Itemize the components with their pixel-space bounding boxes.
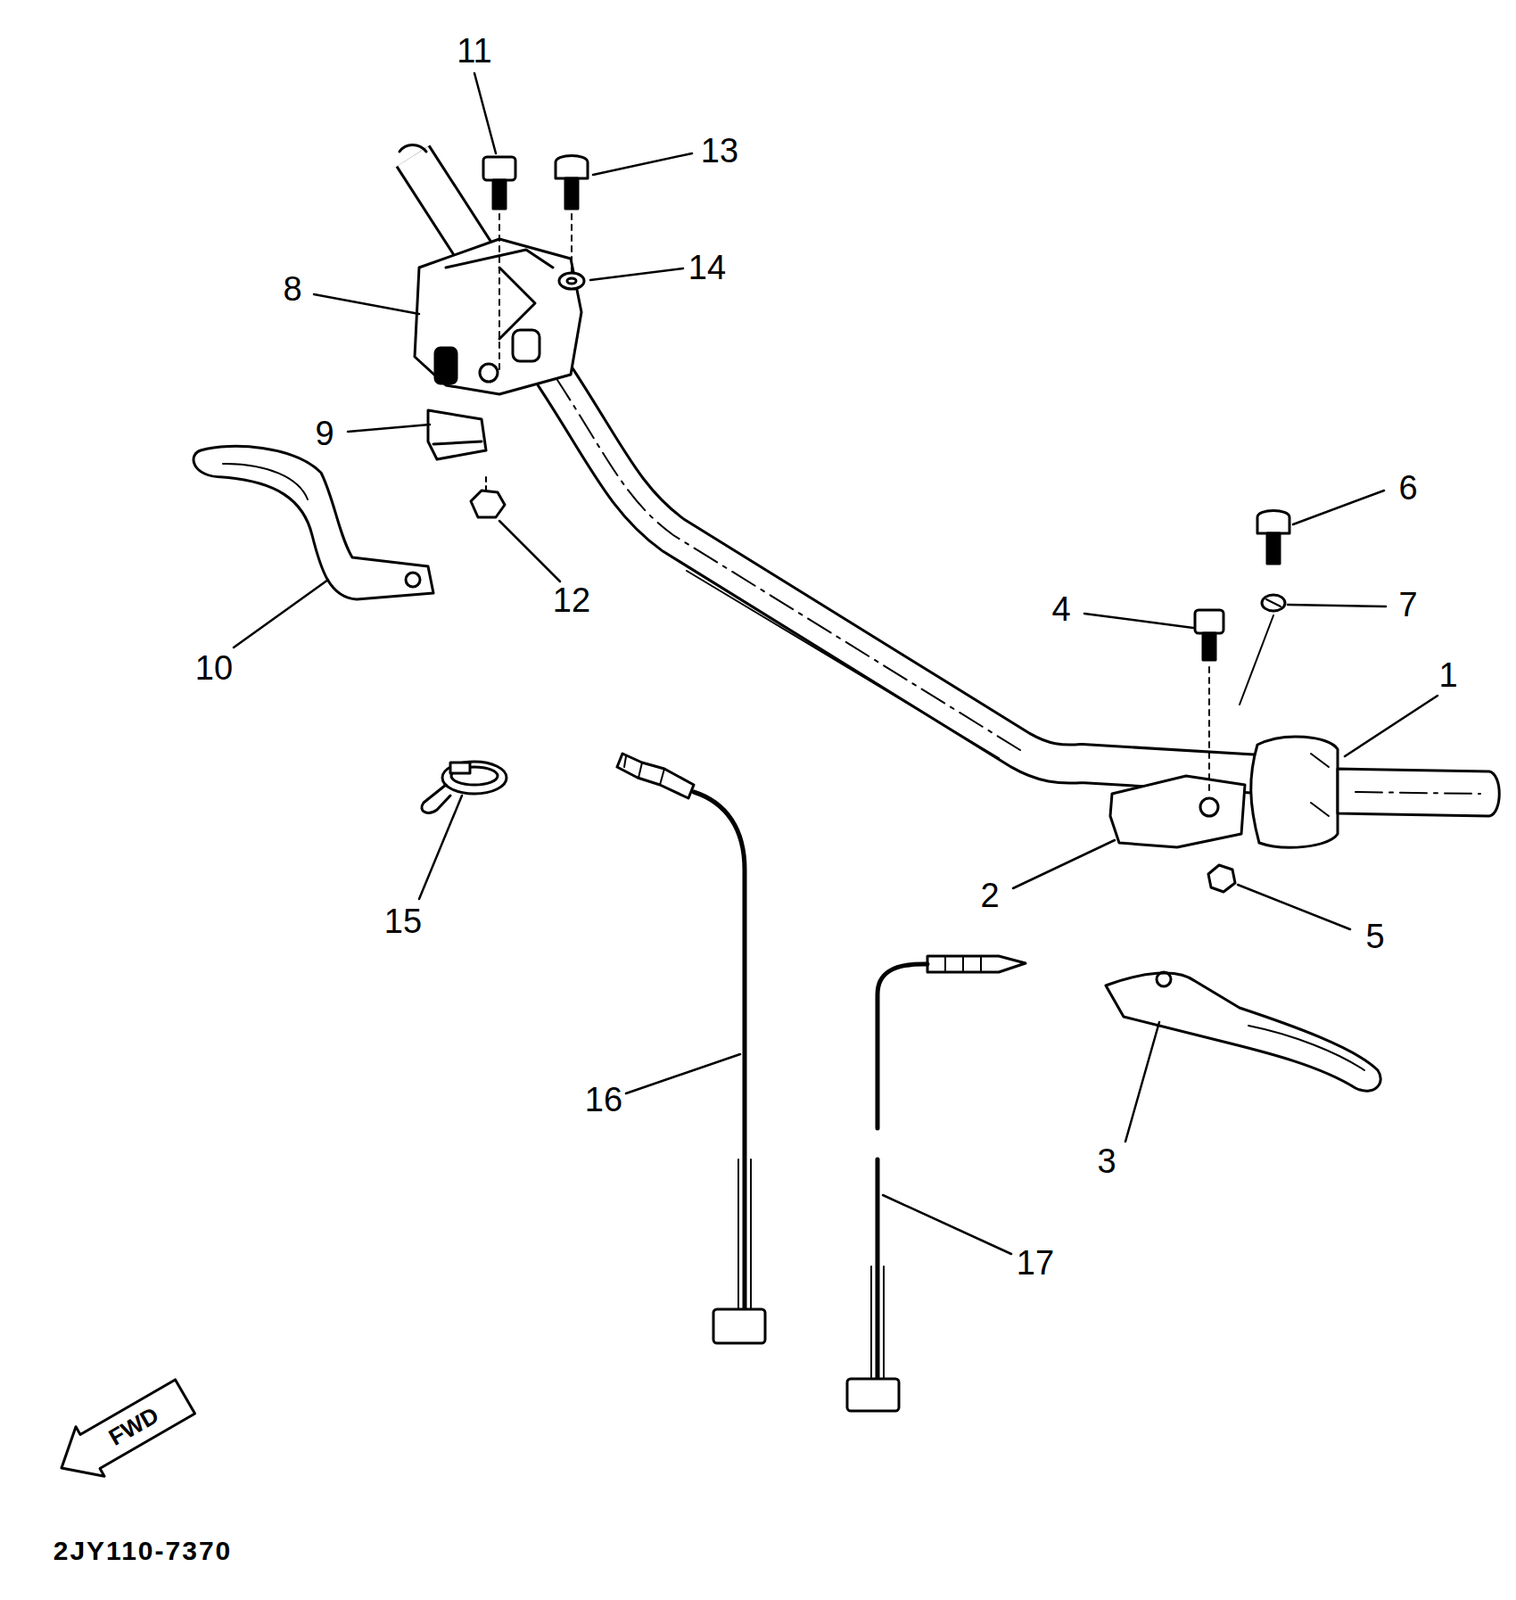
callout-number: 2 [980, 878, 999, 913]
callout-number: 6 [1398, 470, 1418, 505]
callout-number: 7 [1398, 587, 1418, 622]
callout-number: 4 [1051, 592, 1071, 627]
callout-number: 12 [552, 583, 591, 618]
callout-number: 5 [1365, 919, 1385, 954]
callout-number: 9 [314, 416, 334, 451]
callout-number: 15 [384, 904, 422, 939]
callout-number: 10 [195, 650, 233, 685]
callout-number: 1 [1438, 658, 1458, 693]
callout-number: 13 [700, 133, 739, 168]
callout-number: 16 [584, 1082, 623, 1117]
forward-arrow [47, 1371, 200, 1492]
diagram-code: 2JY110-7370 [53, 1537, 233, 1565]
callout-number: 14 [688, 250, 726, 285]
callout-number: 11 [456, 33, 492, 68]
callout-number: 8 [282, 271, 302, 306]
callout-number: 3 [1096, 1144, 1116, 1179]
callout-number: 17 [1016, 1245, 1055, 1280]
